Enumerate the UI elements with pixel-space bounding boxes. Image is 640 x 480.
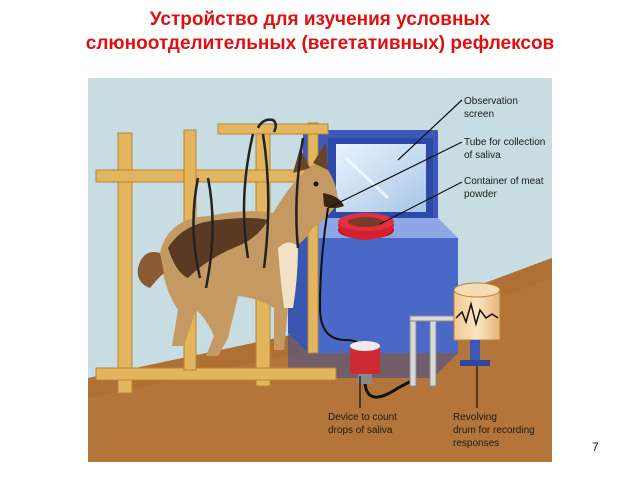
conditioning-apparatus-illustration [88,78,552,462]
label-drop-counter: Device to count drops of saliva [328,412,397,436]
drop-counting-device [350,341,380,384]
observation-screen [328,138,433,218]
floor-shadow [88,258,552,398]
label-observation-screen: Observation screen [464,96,518,120]
drum-stand [409,315,471,387]
signal-cable [363,378,414,399]
leader-lines [327,99,478,408]
title-line-2: слюноотделительных (вегетативных) рефлек… [85,33,555,54]
slide-title: Устройство для изучения условных слюноот… [0,8,640,56]
harness-straps [192,118,305,289]
page-number: 7 [592,440,599,454]
title-line-1: Устройство для изучения условных [149,9,491,30]
label-revolving-drum: Revolving drum for recording responses [453,412,535,449]
label-meat-container: Container of meat powder [464,176,544,200]
label-saliva-tube: Tube for collection of saliva [464,137,546,161]
revolving-drum [453,282,501,366]
meat-powder-bowl [338,213,394,240]
